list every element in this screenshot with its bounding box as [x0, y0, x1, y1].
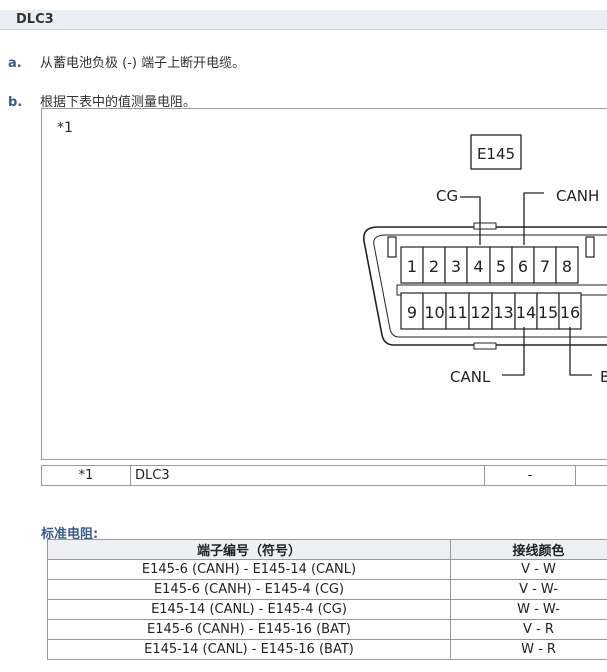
bat-label: B: [600, 368, 607, 386]
pin-number: 7: [540, 257, 550, 276]
canh-leader-line: [523, 192, 544, 245]
legend-table: *1 DLC3 -: [41, 465, 607, 486]
terminal-cell: E145-6 (CANH) - E145-16 (BAT): [47, 619, 451, 640]
pin-number: 10: [424, 303, 444, 322]
table-row: E145-6 (CANH) - E145-14 (CANL)V - W: [47, 559, 607, 580]
bottom-latch: [473, 342, 497, 350]
pin-number: 2: [429, 257, 439, 276]
connector-inner-outline: [373, 234, 607, 338]
step-text: 从蓄电池负极 (-) 端子上断开电缆。: [40, 56, 246, 71]
pin-number: 16: [560, 303, 580, 322]
table-row: E145-14 (CANL) - E145-16 (BAT)W - R: [47, 639, 607, 660]
terminal-cell: E145-6 (CANH) - E145-14 (CANL): [47, 559, 451, 580]
canl-label: CANL: [450, 368, 491, 386]
step-text: 根据下表中的值测量电阻。: [40, 95, 197, 110]
wire-color-cell: V - W: [450, 559, 607, 580]
pin-number: 12: [470, 303, 490, 322]
connector-id-box: [470, 134, 522, 170]
pin-number: 5: [496, 257, 506, 276]
canl-leader-line: [502, 327, 525, 376]
step-b: b. 根据下表中的值测量电阻。: [8, 91, 196, 110]
legend-key: *1: [41, 465, 131, 486]
cg-label: CG: [436, 187, 458, 205]
bat-leader-line: [569, 327, 592, 376]
table-row: E145-6 (CANH) - E145-16 (BAT)V - R: [47, 619, 607, 640]
connector-id-text: E145: [477, 145, 515, 163]
pin-number: 13: [493, 303, 513, 322]
wire-color-cell: W - R: [450, 639, 607, 660]
right-key-slot: [585, 236, 595, 258]
pin-number: 6: [518, 257, 528, 276]
pin-number: 3: [451, 257, 461, 276]
pin-number: 4: [473, 257, 483, 276]
pin-number: 11: [447, 303, 467, 322]
legend-empty-cell: [575, 465, 607, 486]
legend-row: *1 DLC3 -: [41, 465, 607, 486]
step-marker: b.: [8, 95, 23, 110]
pin-cell: [555, 246, 579, 284]
left-key-slot: [387, 236, 397, 258]
header-terminal: 端子编号（符号）: [47, 539, 451, 560]
step-a: a. 从蓄电池负极 (-) 端子上断开电缆。: [8, 52, 245, 71]
cg-leader-line: [460, 196, 481, 245]
pin-number: 9: [407, 303, 417, 322]
legend-name: DLC3: [130, 465, 485, 486]
table-row: E145-14 (CANL) - E145-4 (CG)W - W-: [47, 599, 607, 620]
pin-number: 15: [538, 303, 558, 322]
pin-number: 8: [562, 257, 572, 276]
wire-color-cell: V - R: [450, 619, 607, 640]
wire-color-cell: V - W-: [450, 579, 607, 600]
figure-label: *1: [57, 120, 73, 136]
section-header: DLC3: [0, 10, 607, 30]
standard-resistance-title: 标准电阻:: [41, 527, 99, 542]
standard-resistance-table: 端子编号（符号） 接线颜色 E145-6 (CANH) - E145-14 (C…: [47, 539, 607, 660]
terminal-cell: E145-14 (CANL) - E145-16 (BAT): [47, 639, 451, 660]
top-latch: [473, 222, 497, 230]
terminal-cell: E145-6 (CANH) - E145-4 (CG): [47, 579, 451, 600]
section-title: DLC3: [16, 12, 54, 27]
header-wire-color: 接线颜色: [450, 539, 607, 560]
table-header-row: 端子编号（符号） 接线颜色: [47, 539, 607, 560]
table-row: E145-6 (CANH) - E145-4 (CG)V - W-: [47, 579, 607, 600]
legend-dash: -: [484, 465, 576, 486]
pin-number: 14: [516, 303, 536, 322]
terminal-cell: E145-14 (CANL) - E145-4 (CG): [47, 599, 451, 620]
pin-number: 1: [407, 257, 417, 276]
step-marker: a.: [8, 56, 22, 71]
canh-label: CANH: [556, 187, 599, 205]
wire-color-cell: W - W-: [450, 599, 607, 620]
